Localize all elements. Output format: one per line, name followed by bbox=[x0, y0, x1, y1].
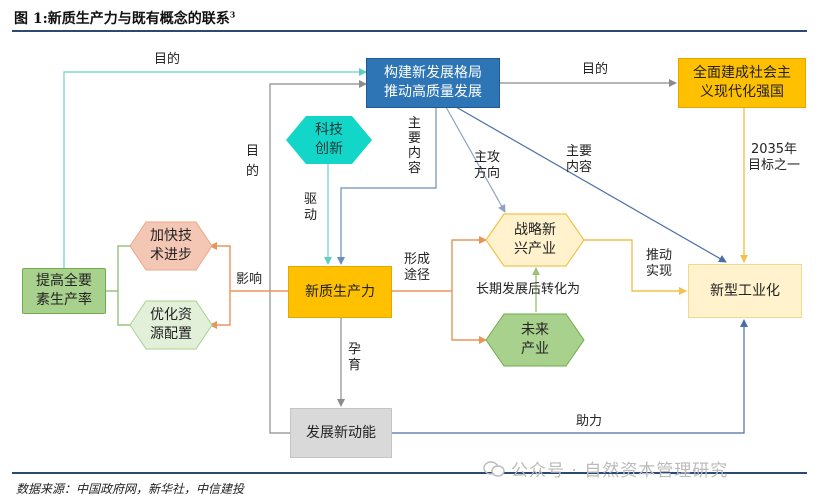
label-assist: 助力 bbox=[576, 414, 603, 429]
new-industrialization-node: 新型工业化 bbox=[688, 264, 802, 318]
edge-momentum-to-build bbox=[269, 80, 367, 434]
tech-innovation-hexagon bbox=[286, 116, 372, 164]
build-pattern-node: 构建新发展格局推动高质量发展 bbox=[366, 58, 500, 108]
edge-momentum-to-industrialization bbox=[392, 319, 748, 434]
edge-tfp-to-build bbox=[63, 68, 367, 268]
edge-build-to-strategic bbox=[445, 106, 506, 213]
label-main-content-2: 主要内容 bbox=[566, 144, 593, 175]
edge-left-to-tfp bbox=[106, 245, 132, 326]
strategic-industry-hexagon bbox=[485, 213, 585, 267]
bottom-rule bbox=[12, 472, 807, 474]
edge-build-to-industrialization bbox=[455, 106, 727, 263]
source-note: 数据来源：中国政府网，新华社，中信建投 bbox=[16, 482, 245, 496]
optimize-resources-hexagon bbox=[129, 300, 213, 350]
label-influence: 影响 bbox=[236, 272, 263, 287]
optimize-resources-label: 优化资源配置 bbox=[150, 307, 192, 342]
watermark: 公众号 · 自然资本管理研究 bbox=[483, 456, 728, 481]
label-2035-target: 2035年目标之一 bbox=[748, 142, 801, 173]
future-industry-label: 未来产业 bbox=[521, 322, 549, 357]
edge-build-to-newquality bbox=[337, 107, 437, 265]
edge-newquality-to-industries bbox=[392, 239, 484, 341]
label-drive: 驱动 bbox=[304, 192, 318, 223]
label-form-path: 形成途径 bbox=[404, 252, 431, 283]
accelerate-tech-hexagon bbox=[129, 221, 213, 271]
edge-newquality-to-left bbox=[212, 245, 288, 326]
future-industry-hexagon bbox=[485, 313, 585, 367]
new-quality-node: 新质生产力 bbox=[288, 266, 392, 318]
tfp-node: 提高全要素生产率 bbox=[22, 268, 106, 314]
strategic-industry-label: 战略新兴产业 bbox=[514, 222, 556, 257]
tech-innovation-label: 科技创新 bbox=[315, 122, 343, 157]
label-long-term: 长期发展后转化为 bbox=[476, 282, 581, 297]
label-main-attack: 主攻方向 bbox=[474, 150, 501, 181]
label-goal-right: 目的 bbox=[582, 62, 609, 77]
top-rule bbox=[12, 30, 807, 32]
new-momentum-node: 发展新动能 bbox=[290, 408, 392, 458]
label-gestate: 孕育 bbox=[348, 342, 362, 373]
modern-nation-node: 全面建成社会主义现代化强国 bbox=[678, 58, 806, 108]
label-goal-top: 目的 bbox=[154, 52, 181, 67]
accelerate-tech-label: 加快技术进步 bbox=[150, 228, 192, 263]
wechat-icon bbox=[483, 460, 505, 477]
edge-strategic-to-industrialization bbox=[580, 239, 687, 295]
label-main-content-1: 主要内容 bbox=[408, 116, 422, 176]
label-goal-left: 目的 bbox=[246, 144, 260, 179]
label-push-realize: 推动实现 bbox=[646, 248, 673, 279]
figure-title: 图 1:新质生产力与既有概念的联系3 bbox=[14, 9, 236, 27]
